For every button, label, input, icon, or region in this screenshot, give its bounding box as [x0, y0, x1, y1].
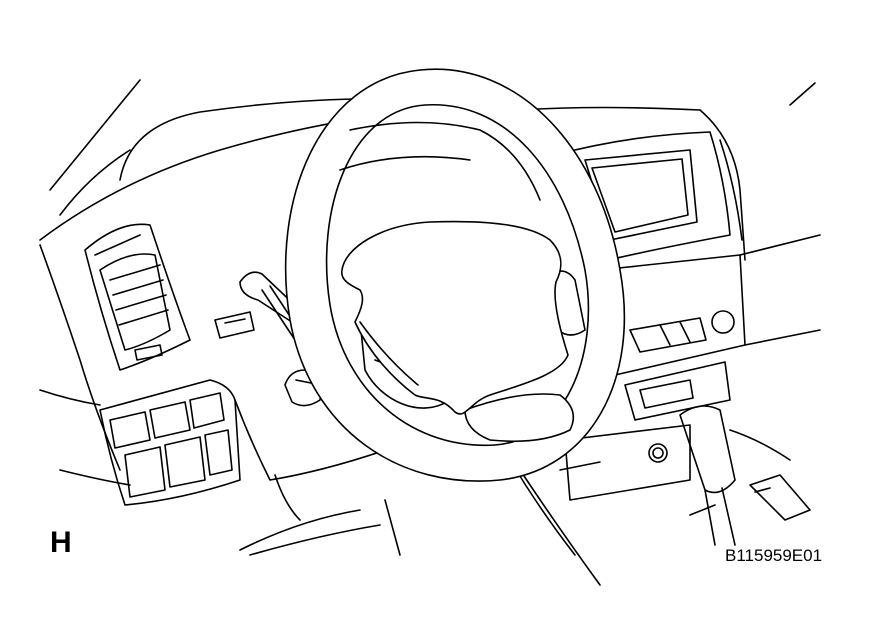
view-label: H [50, 526, 72, 559]
steering-wheel-pad [340, 220, 569, 415]
windshield-frame [49, 79, 816, 216]
shift-lever [679, 405, 811, 546]
figure-code: B115959E01 [725, 546, 823, 565]
center-console [559, 234, 821, 501]
left-air-vent [84, 223, 191, 371]
dashboard-upper-panel [39, 98, 746, 486]
steering-wheel-lower-spoke [464, 393, 575, 443]
left-switch-panel [99, 379, 241, 506]
